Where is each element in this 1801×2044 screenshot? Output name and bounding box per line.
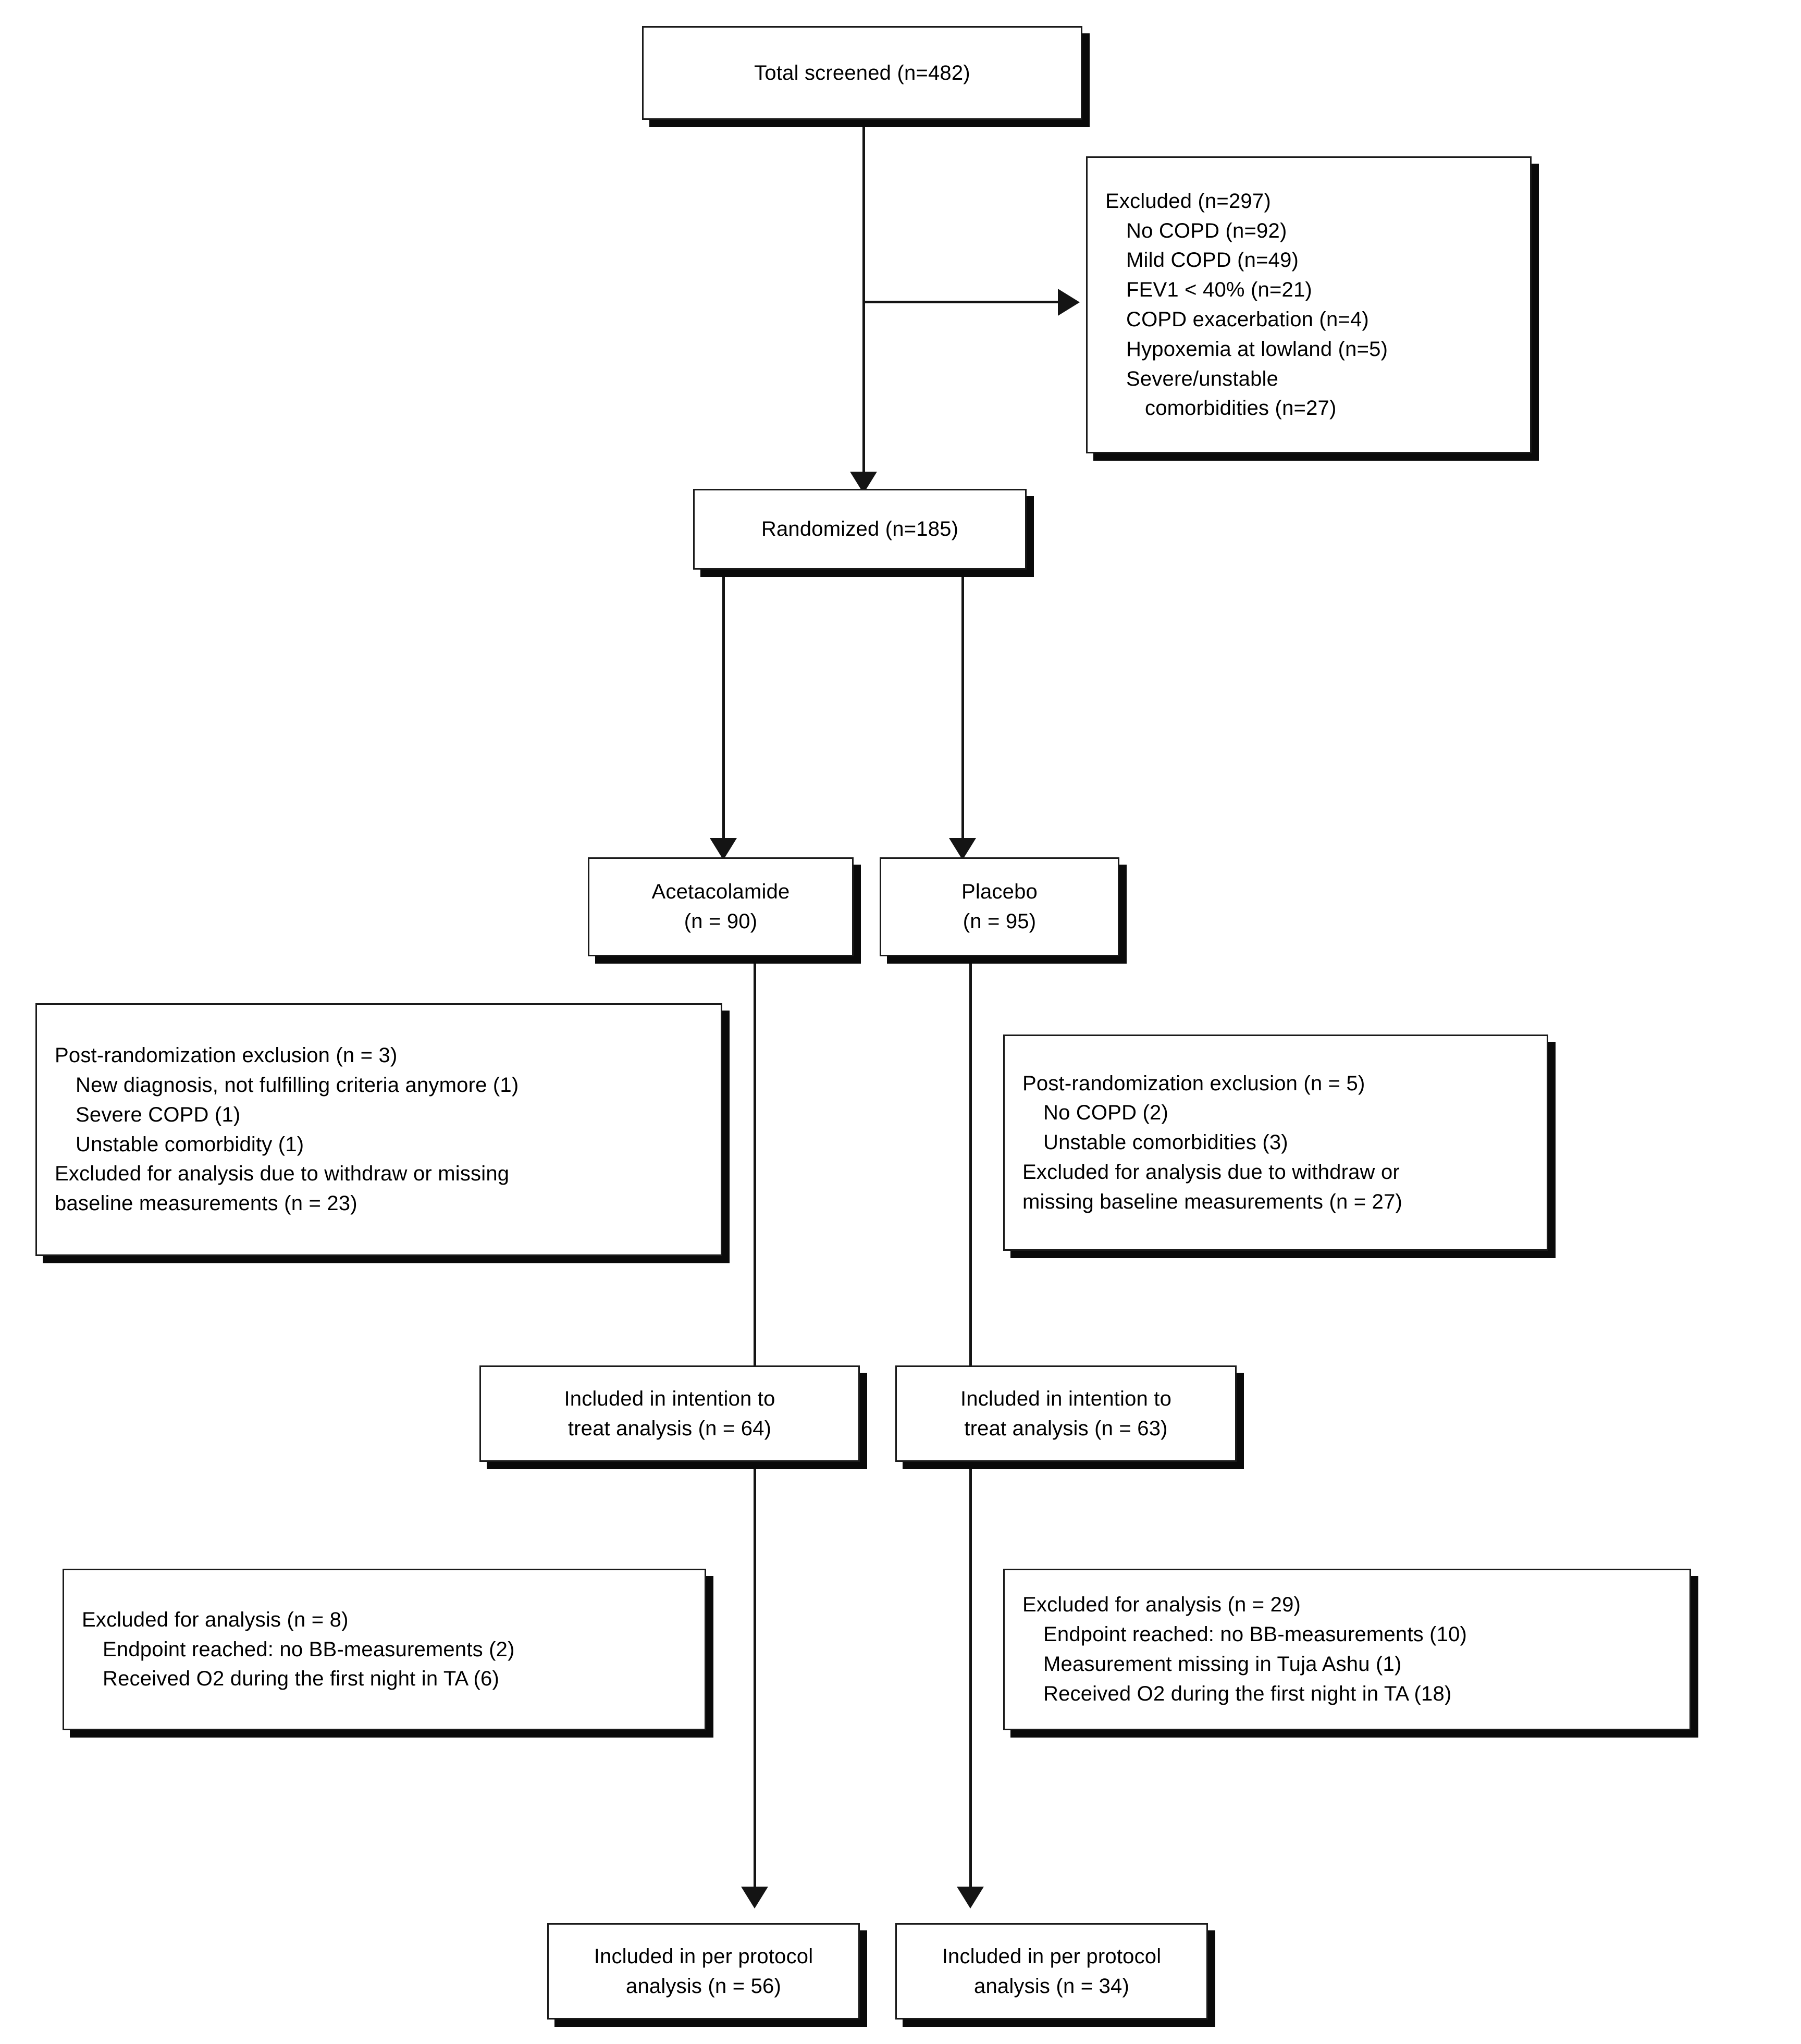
post-rand-left-withdraw-line2: baseline measurements (n = 23) [55,1192,357,1215]
node-post-randomization-exclusion-acetazolamide: Post-randomization exclusion (n = 3) New… [35,1003,722,1256]
excluded-fev1: FEV1 < 40% (n=21) [1126,278,1312,302]
itt-left-line1: Included in intention to [564,1387,775,1410]
connector-itt-left-to-pp [754,1462,756,1894]
analysis-excl-right-endpoint: Endpoint reached: no BB-measurements (10… [1043,1623,1467,1646]
excluded-no-copd: No COPD (n=92) [1126,219,1287,242]
pp-left-line2: analysis (n = 56) [626,1974,781,1998]
node-per-protocol-placebo: Included in per protocol analysis (n = 3… [895,1923,1208,2020]
arrowhead-into-pp-right [957,1887,984,1908]
analysis-excl-left-total: Excluded for analysis (n = 8) [82,1608,349,1631]
arrowhead-into-excluded [1058,289,1080,316]
arrowhead-into-pp-left [741,1887,768,1908]
node-arm-placebo: Placebo (n = 95) [880,857,1119,956]
connector-screened-to-randomized [862,52,865,479]
post-rand-right-unstable-comorbidities: Unstable comorbidities (3) [1043,1131,1288,1154]
pp-right-line2: analysis (n = 34) [974,1974,1129,1998]
node-analysis-exclusion-placebo: Excluded for analysis (n = 29) Endpoint … [1003,1569,1691,1730]
node-excluded: Excluded (n=297) No COPD (n=92) Mild COP… [1086,156,1532,453]
node-total-screened: Total screened (n=482) [642,26,1082,120]
analysis-excl-right-tuja-ashu: Measurement missing in Tuja Ashu (1) [1043,1653,1402,1676]
post-rand-right-withdraw-line1: Excluded for analysis due to withdraw or [1022,1160,1400,1184]
excluded-exacerbation: COPD exacerbation (n=4) [1126,308,1369,331]
excluded-hypoxemia: Hypoxemia at lowland (n=5) [1126,337,1388,361]
node-analysis-exclusion-acetazolamide: Excluded for analysis (n = 8) Endpoint r… [63,1569,706,1730]
excluded-mild-copd: Mild COPD (n=49) [1126,249,1299,272]
node-itt-acetazolamide: Included in intention to treat analysis … [479,1365,860,1462]
arrowhead-into-placebo [949,838,976,860]
analysis-excl-right-total: Excluded for analysis (n = 29) [1022,1593,1301,1617]
arrowhead-into-acetazolamide [710,838,737,860]
pp-right-line1: Included in per protocol [942,1944,1162,1968]
analysis-excl-right-o2: Received O2 during the first night in TA… [1043,1682,1452,1705]
total-screened-text: Total screened (n=482) [754,61,970,84]
itt-right-line2: treat analysis (n = 63) [964,1417,1168,1440]
arm-placebo-count: (n = 95) [963,910,1037,933]
post-rand-left-severe-copd: Severe COPD (1) [76,1103,241,1126]
arm-acetazolamide-name: Acetacolamide [651,880,790,904]
node-per-protocol-acetazolamide: Included in per protocol analysis (n = 5… [547,1923,860,2020]
analysis-excl-left-endpoint: Endpoint reached: no BB-measurements (2) [103,1637,515,1661]
connector-randomized-to-acetazolamide [722,570,725,846]
post-rand-right-no-copd: No COPD (2) [1043,1101,1169,1125]
connector-placebo-to-itt [969,909,972,1368]
randomized-text: Randomized (n=185) [761,518,959,541]
node-arm-acetazolamide: Acetacolamide (n = 90) [588,857,854,956]
itt-left-line2: treat analysis (n = 64) [568,1417,772,1440]
post-rand-left-new-diagnosis: New diagnosis, not fulfilling criteria a… [76,1073,519,1097]
post-rand-left-total: Post-randomization exclusion (n = 3) [55,1044,398,1067]
post-rand-left-withdraw-line1: Excluded for analysis due to withdraw or… [55,1162,510,1186]
arm-acetazolamide-count: (n = 90) [684,910,758,933]
node-post-randomization-exclusion-placebo: Post-randomization exclusion (n = 5) No … [1003,1035,1548,1251]
connector-itt-right-to-pp [969,1462,972,1894]
post-rand-left-unstable-comorbidity: Unstable comorbidity (1) [76,1132,304,1156]
pp-left-line1: Included in per protocol [594,1944,813,1968]
connector-screened-to-excluded [862,301,1066,303]
excluded-severe-unstable: Severe/unstable [1126,367,1279,390]
post-rand-right-total: Post-randomization exclusion (n = 5) [1022,1072,1365,1095]
itt-right-line1: Included in intention to [960,1387,1172,1410]
excluded-comorbidities: comorbidities (n=27) [1145,397,1337,420]
analysis-excl-left-o2: Received O2 during the first night in TA… [103,1667,500,1691]
node-randomized: Randomized (n=185) [693,489,1027,570]
excluded-total: Excluded (n=297) [1105,189,1271,213]
connector-randomized-to-placebo [961,570,964,846]
arm-placebo-name: Placebo [961,880,1038,904]
post-rand-right-withdraw-line2: missing baseline measurements (n = 27) [1022,1190,1403,1213]
node-itt-placebo: Included in intention to treat analysis … [895,1365,1237,1462]
connector-acetazolamide-to-itt [754,909,756,1368]
